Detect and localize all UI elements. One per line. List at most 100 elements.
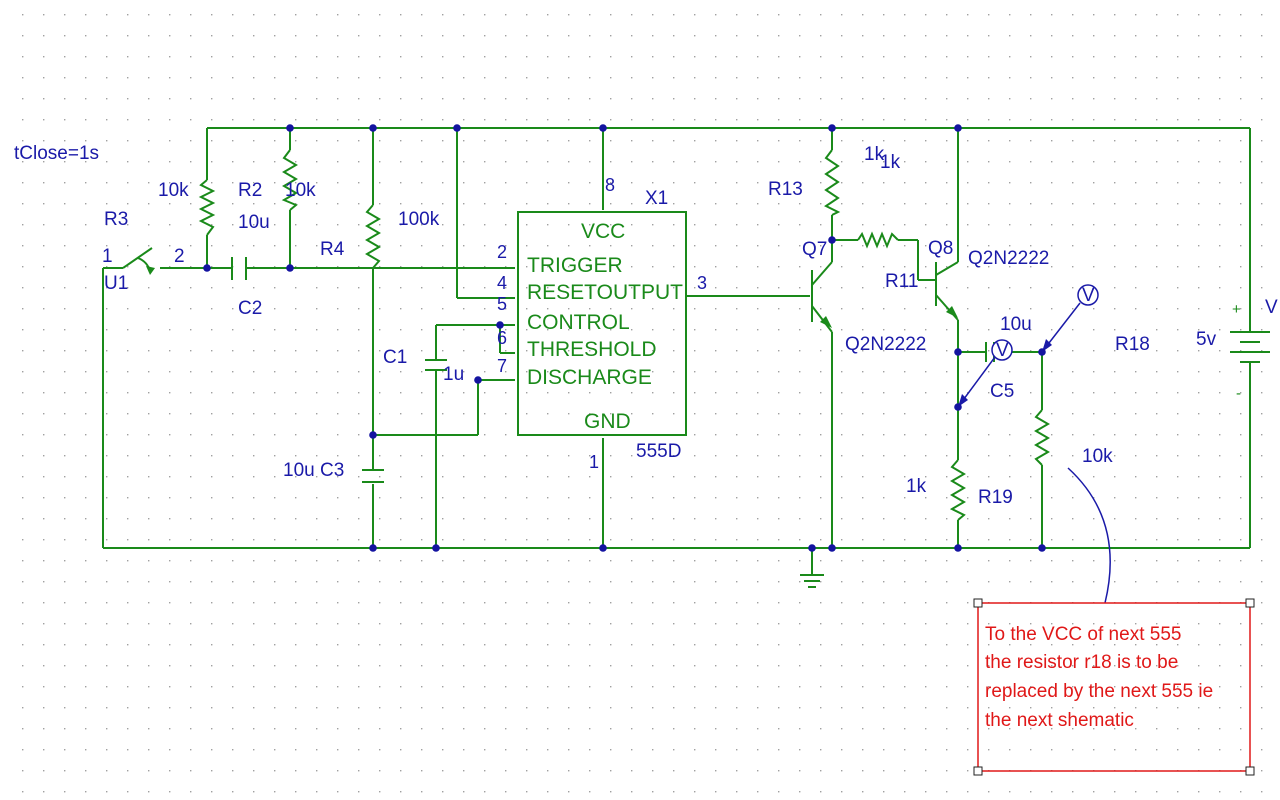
junction-dot (369, 431, 377, 439)
q8-label: Q8 (928, 238, 953, 259)
tclose-label: tClose=1s (14, 143, 99, 164)
junction-dot (474, 376, 482, 384)
grid-dots (22, 14, 1263, 793)
pin-gnd-label: 1 (589, 452, 599, 472)
c5-value: 10u (1000, 314, 1032, 335)
junction-dot (369, 544, 377, 552)
wires (102, 127, 1251, 575)
capacitor-c3[interactable] (362, 460, 384, 483)
ic-555-x1[interactable] (517, 211, 687, 436)
probe-2-label: V (1082, 285, 1095, 306)
voltage-probe-1[interactable]: V (957, 339, 1013, 408)
junction-dot (203, 264, 211, 272)
pin-reset-label: 4 (497, 273, 507, 293)
ic-resetoutput-text: RESETOUTPUT (527, 281, 683, 304)
junction-dot (828, 544, 836, 552)
r13-value: 1k (864, 144, 885, 165)
resistor-r19[interactable] (949, 459, 966, 521)
resistor-r3[interactable] (198, 179, 216, 236)
switch-u1[interactable] (122, 247, 155, 275)
r11-label: R11 (885, 271, 918, 292)
junction-dot (954, 544, 962, 552)
r19-label: R19 (978, 487, 1013, 508)
r13-label: R13 (768, 179, 803, 200)
r3-label: R3 (104, 209, 128, 230)
q8-model: Q2N2222 (968, 248, 1049, 269)
junction-dot (432, 544, 440, 552)
x1-label: X1 (645, 188, 668, 209)
pin-vcc-label: 8 (605, 175, 615, 195)
ground-symbol (800, 574, 824, 588)
ic-control-text: CONTROL (527, 311, 630, 334)
junction-dot (954, 403, 962, 411)
c5-label: C5 (990, 381, 1014, 402)
junction-dot (496, 321, 504, 329)
resistor-r2[interactable] (281, 149, 298, 211)
pin-trig-label: 2 (497, 242, 507, 262)
junction-dot (599, 544, 607, 552)
q7-label: Q7 (802, 239, 827, 260)
r3-value: 10k (158, 180, 189, 201)
resistor-r13[interactable] (824, 149, 841, 216)
junction-dot (599, 124, 607, 132)
pin-thr-label: 6 (497, 328, 507, 348)
r19-value: 1k (906, 476, 927, 497)
battery-minus: - (1236, 385, 1241, 402)
battery-v[interactable] (1230, 300, 1270, 405)
battery-plus: + (1232, 301, 1241, 318)
switch-pin1-label: 1 (102, 246, 113, 267)
junction-dot (1038, 544, 1046, 552)
c2-value: 10u (238, 212, 270, 233)
r4-value: 100k (398, 209, 440, 230)
junction-dots (203, 124, 1046, 552)
capacitor-c2[interactable] (231, 257, 247, 280)
voltage-probe-2[interactable]: V (1041, 284, 1099, 353)
annotation-note[interactable]: To the VCC of next 555 the resistor r18 … (973, 598, 1255, 776)
junction-dot (1038, 348, 1046, 356)
pin-out-label: 3 (697, 273, 707, 293)
note-line-4: the next shematic (985, 710, 1134, 731)
note-line-3: replaced by the next 555 ie (985, 681, 1213, 702)
transistor-q8[interactable] (935, 261, 959, 321)
r11-value: 1k (880, 152, 901, 173)
resistor-r4[interactable] (365, 204, 381, 269)
r4-label: R4 (320, 239, 345, 260)
transistor-q7[interactable] (811, 261, 833, 333)
ic-type-label: 555D (636, 441, 681, 462)
resistor-r11[interactable] (857, 231, 899, 249)
resistor-r18[interactable] (1034, 409, 1050, 466)
ic-trigger-text: TRIGGER (527, 254, 623, 277)
note-line-1: To the VCC of next 555 (985, 624, 1181, 645)
junction-dot (828, 236, 836, 244)
ic-threshold-text: THRESHOLD (527, 338, 657, 361)
q7-model: Q2N2222 (845, 334, 926, 355)
note-line-2: the resistor r18 is to be (985, 652, 1178, 673)
r2-value: 10k (285, 180, 316, 201)
c3-label: 10u C3 (283, 460, 344, 481)
pin-ctrl-label: 5 (497, 294, 507, 314)
r18-label: R18 (1115, 334, 1150, 355)
junction-dot (954, 348, 962, 356)
junction-dot (954, 124, 962, 132)
pin-dis-label: 7 (497, 356, 507, 376)
c1-label: C1 (383, 347, 407, 368)
battery-label: V (1265, 297, 1278, 318)
junction-dot (808, 544, 816, 552)
switch-pin2-label: 2 (174, 246, 185, 267)
junction-dot (286, 124, 294, 132)
u1-label: U1 (104, 273, 128, 294)
r2-label: R2 (238, 180, 262, 201)
capacitor-c1[interactable] (425, 359, 447, 380)
r18-value: 10k (1082, 446, 1113, 467)
ic-discharge-text: DISCHARGE (527, 366, 652, 389)
battery-value: 5v (1196, 329, 1217, 350)
ic-gnd-text: GND (584, 410, 631, 433)
junction-dot (369, 124, 377, 132)
junction-dot (453, 124, 461, 132)
annotation-leader (1067, 467, 1111, 604)
c1-value: 1u (443, 364, 464, 385)
probe-1-label: V (996, 340, 1009, 361)
component-labels: tClose=1s R3 1 U1 2 10k R2 10k 10u C2 R4… (14, 143, 1278, 508)
junction-dot (828, 124, 836, 132)
